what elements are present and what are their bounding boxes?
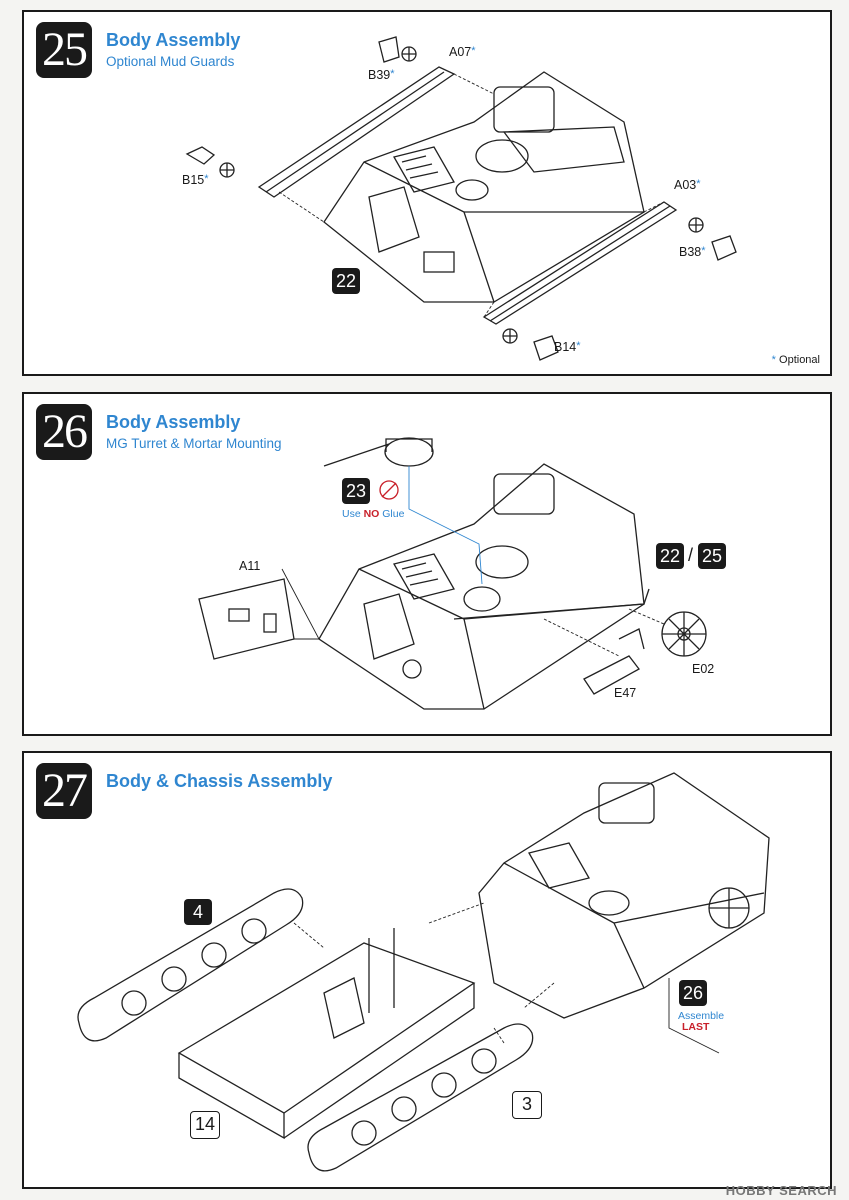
step-number: 26 [36,404,92,460]
reference-separator: / [688,545,694,565]
part-label-a07: A07* [449,45,476,59]
reference-step-22: 22 [656,543,684,569]
part-label-b39: B39* [368,68,395,82]
part-label-a11: A11 [239,559,261,573]
part-label-a03: A03* [674,178,701,192]
step-25-panel: 25 Body Assembly Optional Mud Guards [22,10,832,376]
no-glue-note: Use NO Glue [342,508,405,520]
sub-step-23: 23 [342,478,370,504]
step-subtitle: MG Turret & Mortar Mounting [106,436,282,451]
optional-legend: * Optional [771,354,820,366]
step-number: 25 [36,22,92,78]
part-label-b38: B38* [679,245,706,259]
part-label-b15: B15* [182,173,209,187]
reference-step-3: 3 [512,1091,542,1119]
optional-star-icon: * [771,354,776,366]
reference-step-26: 26 [679,980,707,1006]
step-number: 27 [36,763,92,819]
reference-step-25: 25 [698,543,726,569]
step-title: Body Assembly [106,412,241,432]
watermark: HOBBY SEARCH [725,1183,837,1198]
step-27-panel: 27 Body & Chassis Assembly [22,751,832,1189]
hull-mudguard-diagram [185,36,737,361]
part-label-e02: E02 [692,662,715,676]
step-26-panel: 26 Body Assembly MG Turret & Mortar Moun… [22,392,832,736]
part-label-e47: E47 [614,686,637,700]
assemble-note: Assemble [678,1010,725,1022]
last-note: LAST [682,1021,710,1033]
body-chassis-diagram [77,772,770,1172]
step-subtitle: Optional Mud Guards [106,54,235,69]
reference-step-14: 14 [190,1111,220,1139]
turret-mortar-diagram [198,437,707,710]
step-title: Body & Chassis Assembly [106,771,333,791]
reference-step-4: 4 [184,899,212,925]
reference-step-22: 22 [332,268,360,294]
part-label-b14: B14* [554,340,581,354]
step-title: Body Assembly [106,30,241,50]
